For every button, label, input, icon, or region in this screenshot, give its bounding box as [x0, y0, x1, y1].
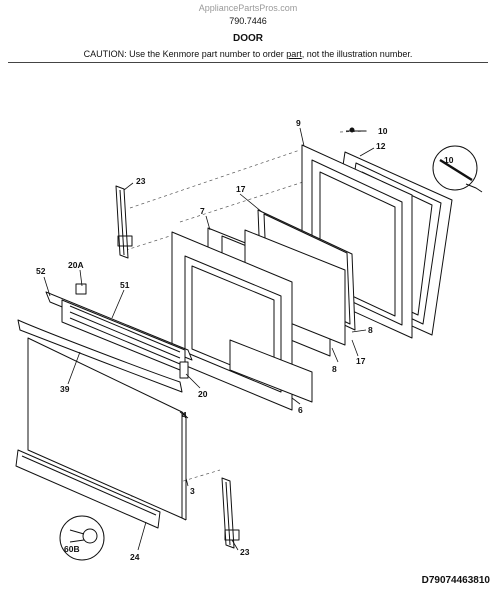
- header-divider: [8, 62, 488, 63]
- callout-12: 12: [376, 141, 386, 151]
- handle-end-cap: [179, 361, 189, 379]
- callout-10-circle: 10: [444, 155, 454, 165]
- caution-note: CAUTION: Use the Kenmore part number to …: [0, 49, 496, 59]
- callout-20a: 20A: [68, 260, 84, 270]
- site-watermark: AppliancePartsPros.com: [198, 3, 298, 13]
- callout-4: 4: [182, 410, 187, 420]
- callout-8-right: 8: [368, 325, 373, 335]
- door-handle: [17, 319, 183, 393]
- bottom-trim: [15, 449, 161, 529]
- callout-7: 7: [200, 206, 205, 216]
- screw-60b-icon: [59, 515, 105, 561]
- callout-23-bottom: 23: [240, 547, 250, 557]
- callout-39: 39: [60, 384, 70, 394]
- callout-6: 6: [298, 405, 303, 415]
- callout-3: 3: [190, 486, 195, 496]
- screw-detail-icon: [432, 145, 483, 193]
- small-screw-icon: [346, 127, 366, 133]
- callout-9: 9: [296, 118, 301, 128]
- lower-hinge: [221, 477, 240, 549]
- clip-part: [75, 283, 87, 295]
- callout-17-top: 17: [236, 184, 246, 194]
- callout-20: 20: [198, 389, 208, 399]
- section-title: DOOR: [233, 33, 263, 44]
- callout-52: 52: [36, 266, 46, 276]
- caution-part-word: part: [286, 49, 302, 59]
- leader-lines: [43, 127, 375, 551]
- insulation-block: [229, 339, 313, 403]
- callout-24: 24: [130, 552, 140, 562]
- callout-17-lower: 17: [356, 356, 366, 366]
- upper-hinge: [115, 185, 133, 259]
- callout-51: 51: [120, 280, 130, 290]
- callout-60b: 60B: [64, 544, 80, 554]
- caution-text-start: CAUTION: Use the Kenmore part number to …: [83, 49, 287, 59]
- callout-23-top: 23: [136, 176, 146, 186]
- model-number: 790.7446: [229, 16, 267, 26]
- callout-10-top: 10: [378, 126, 388, 136]
- caution-text-end: , not the illustration number.: [301, 49, 413, 59]
- diagram-code: D79074463810: [421, 575, 490, 586]
- callout-8-lower: 8: [332, 364, 337, 374]
- outer-door-panel: [27, 337, 187, 521]
